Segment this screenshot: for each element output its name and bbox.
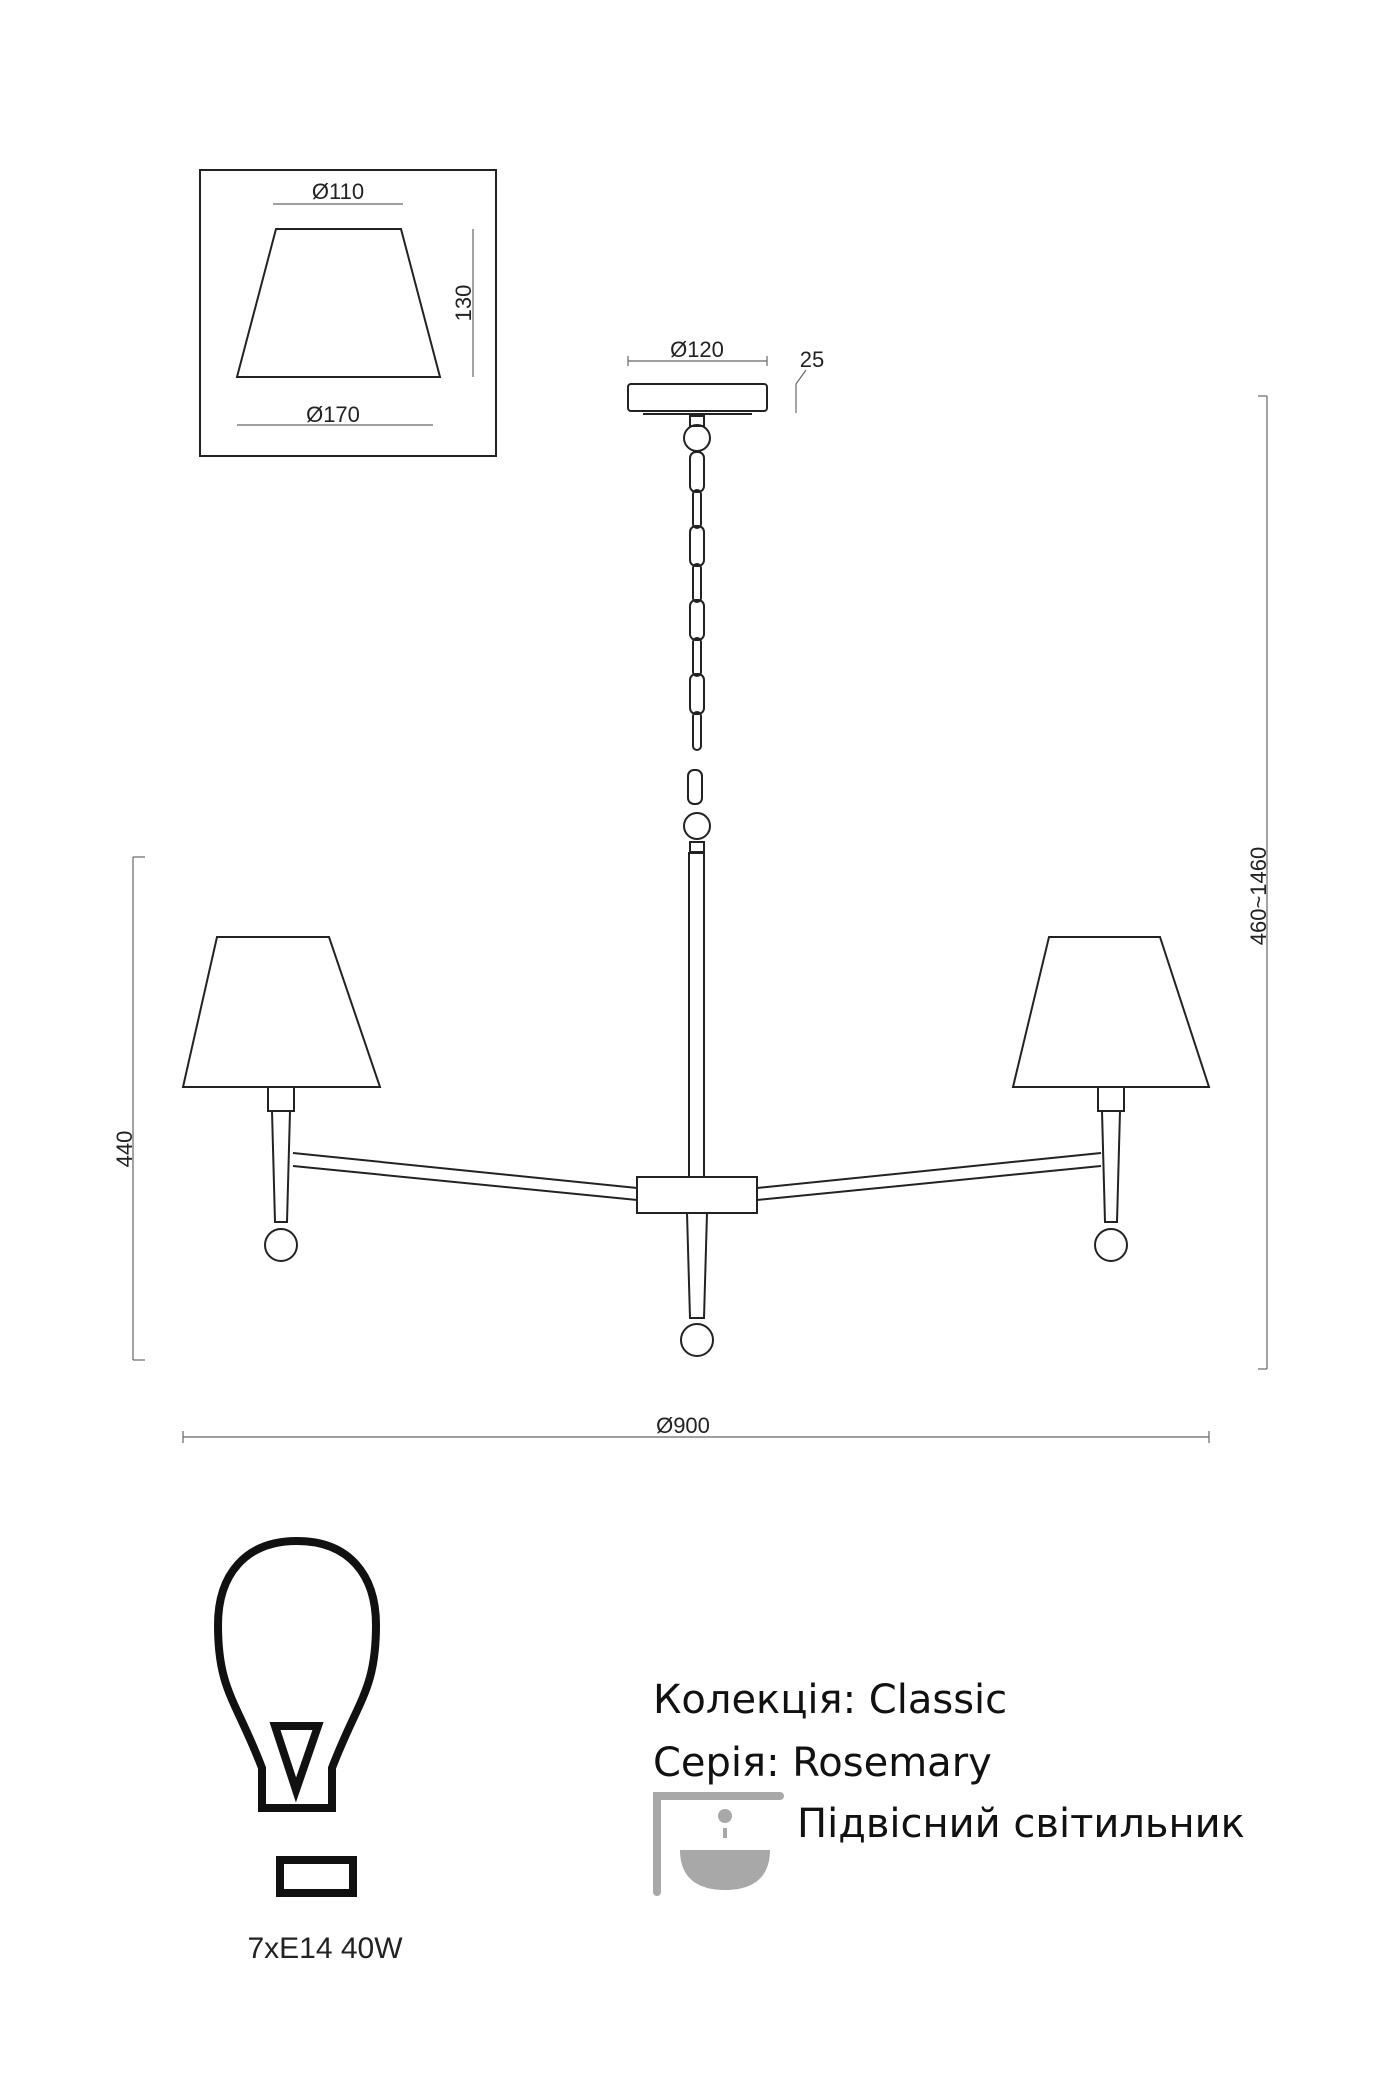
shade-top-diameter-label: Ø110	[312, 179, 364, 204]
shade-detail-outline	[235, 228, 442, 378]
center-bulb	[680, 1323, 714, 1357]
shade-detail-inset: Ø110 130 Ø170	[199, 169, 497, 457]
total-height-label: 460~1460	[1246, 847, 1271, 946]
right-lamp	[1011, 936, 1211, 1262]
shade-bottom-diameter-label: Ø170	[306, 402, 360, 427]
fixture-type-label: Підвісний світильник	[797, 1801, 1245, 1847]
bulb-icon	[213, 1536, 381, 1897]
canopy-height-label: 25	[800, 347, 824, 372]
series-label: Серія: Rosemary	[653, 1740, 992, 1786]
canopy-diameter-label: Ø120	[670, 337, 724, 362]
suspension-chain	[683, 415, 711, 853]
dimension-lines: 440 460~1460 Ø900	[112, 395, 1271, 1443]
ceiling-canopy: Ø120 25	[627, 337, 824, 415]
left-lamp	[181, 936, 382, 1262]
bulb-spec-label: 7xE14 40W	[247, 1932, 403, 1965]
shade-height-label: 130	[451, 285, 476, 322]
pendant-lamp-icon	[653, 1792, 784, 1896]
chandelier-body	[292, 852, 1102, 1357]
overall-diameter-label: Ø900	[656, 1413, 710, 1438]
body-height-label: 440	[112, 1131, 137, 1168]
collection-label: Колекція: Classic	[653, 1677, 1007, 1723]
